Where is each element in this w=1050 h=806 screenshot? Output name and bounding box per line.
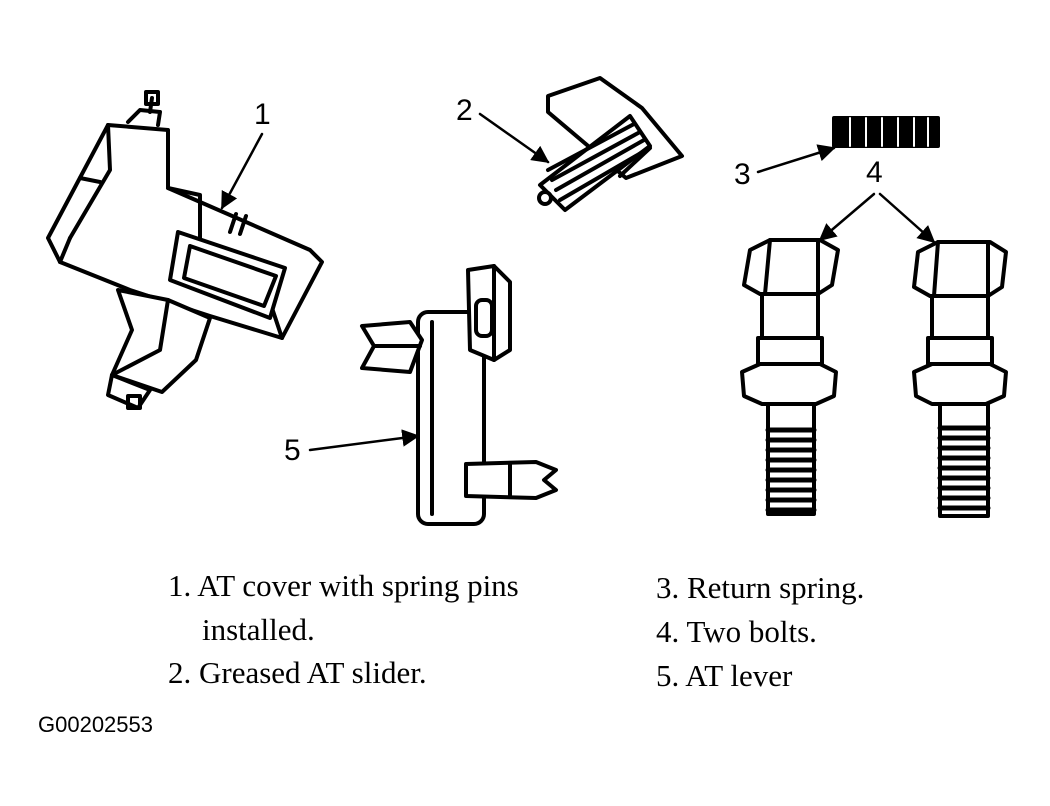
callout-2: 2	[456, 94, 473, 127]
at-slider-drawing	[537, 76, 684, 212]
bolt-right-drawing	[912, 240, 1008, 518]
bolt-left-drawing	[740, 238, 840, 516]
at-cover-drawing	[46, 90, 324, 410]
leader-line-4a	[818, 192, 876, 242]
legend-item-3: 3. Return spring.	[656, 570, 865, 605]
callout-3: 3	[734, 158, 751, 191]
at-lever-drawing	[360, 264, 558, 526]
leader-line-2	[478, 112, 550, 164]
leader-line-4b	[878, 192, 936, 244]
figure-id: G00202553	[38, 712, 153, 737]
legend-item-1: 1. AT cover with spring pins	[168, 568, 519, 603]
legend-item-5: 5. AT lever	[656, 658, 793, 693]
legend-item-2: 2. Greased AT slider.	[168, 655, 427, 690]
legend-item-1-continued: installed.	[202, 612, 315, 647]
legend-item-4: 4. Two bolts.	[656, 614, 817, 649]
leader-line-3	[756, 144, 836, 174]
leader-line-5	[308, 429, 420, 452]
leader-line-1	[220, 132, 264, 210]
callout-1: 1	[254, 98, 271, 131]
callout-5: 5	[284, 434, 301, 467]
callout-4: 4	[866, 156, 883, 189]
return-spring-drawing	[832, 116, 940, 148]
